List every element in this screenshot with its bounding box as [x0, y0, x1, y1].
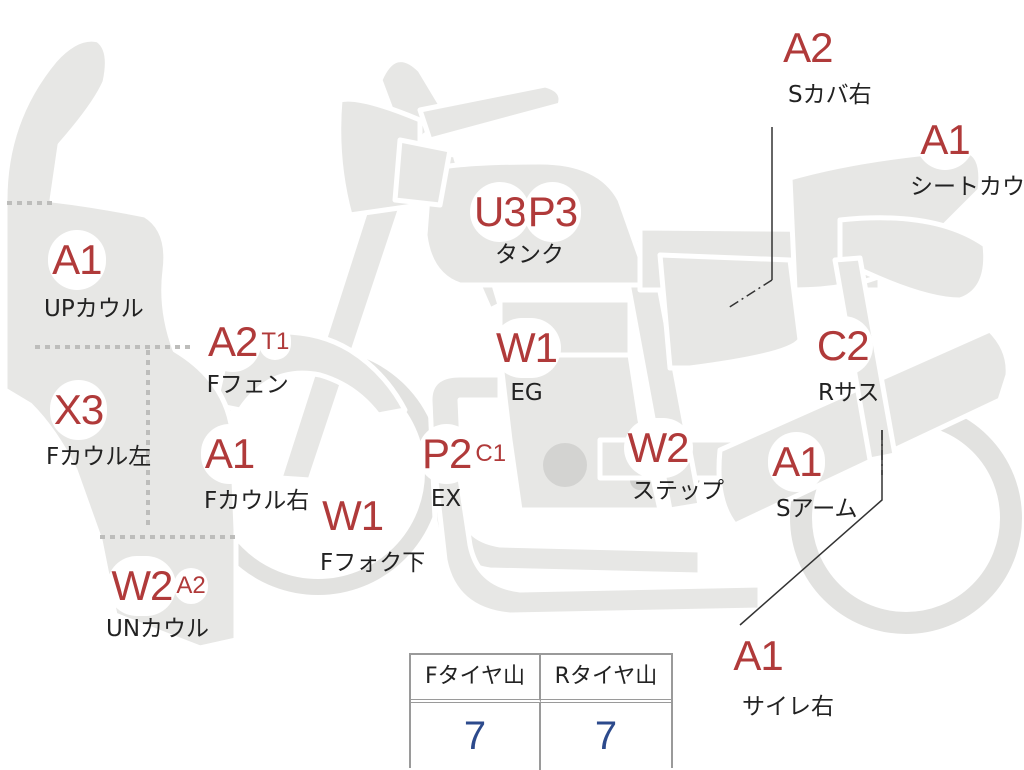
damage-code: U3 — [470, 182, 530, 242]
part-label: Fカウル左 — [46, 444, 152, 470]
damage-code: W2 — [107, 556, 177, 616]
part-label: タンク — [495, 242, 565, 268]
tag-f-fender: A2 T1 Fフェン — [204, 312, 292, 398]
tag-engine: W1 EG — [492, 318, 561, 406]
damage-code: X3 — [49, 380, 108, 440]
part-label: Sアーム — [776, 496, 858, 522]
part-label: Sカバ右 — [788, 82, 872, 108]
fork-mount — [392, 137, 453, 208]
tag-swing-arm: A1 Sアーム — [736, 432, 858, 522]
tag-tank: U3 P3 タンク — [470, 182, 582, 268]
tag-seat-cowl: A1 シートカウル — [842, 110, 1024, 200]
seat-tail — [837, 215, 989, 303]
damage-code: P2 — [418, 424, 476, 484]
engine-cover — [543, 443, 587, 487]
tag-exhaust: P2 C1 EX — [418, 424, 509, 512]
damage-code-2: P3 — [523, 182, 582, 242]
tag-rear-suspension: C2 Rサス — [806, 316, 880, 406]
part-label: UPカウル — [44, 296, 144, 322]
part-label: Rサス — [818, 380, 880, 406]
side-cover — [657, 252, 803, 371]
damage-code: A1 — [200, 424, 259, 484]
damage-code: W2 — [623, 418, 693, 478]
damage-code: W1 — [318, 486, 388, 546]
leader-side-cover-dash — [727, 279, 773, 309]
tag-f-cowl-right: A1 Fカウル右 — [150, 424, 309, 514]
damage-code: A1 — [729, 626, 787, 686]
tire-tread-table: Fタイヤ山 Rタイヤ山 7 7 — [409, 653, 673, 770]
rear-tire-value: 7 — [594, 714, 618, 758]
part-label: ステップ — [632, 478, 724, 504]
part-label: EG — [510, 380, 543, 406]
damage-code: A2 — [204, 312, 262, 372]
exhaust-pipe-lower — [429, 442, 763, 618]
damage-code: A2 — [779, 18, 837, 78]
tag-up-cowl: A1 UPカウル — [10, 230, 144, 322]
front-tire-value: 7 — [411, 703, 541, 770]
part-label: UNカウル — [106, 616, 210, 642]
tag-f-fork-lower: W1 Fフォク下 — [280, 486, 425, 576]
front-tire-header: Fタイヤ山 — [411, 655, 541, 703]
damage-subcode: C1 — [473, 436, 509, 472]
damage-subcode: A2 — [174, 568, 208, 604]
damage-code: W1 — [492, 318, 561, 378]
tag-side-cover-right: A2 Sカバ右 — [744, 18, 872, 108]
damage-code: A1 — [48, 230, 106, 290]
tag-silencer-right: A1 サイレ右 — [682, 626, 834, 720]
part-label: EX — [430, 486, 462, 512]
tag-f-cowl-left: X3 Fカウル左 — [6, 380, 151, 470]
tag-un-cowl: W2 A2 UNカウル — [106, 556, 209, 642]
damage-code: C2 — [812, 316, 873, 376]
tag-step: W2 ステップ — [592, 418, 724, 504]
rear-tire-header: Rタイヤ山 — [541, 655, 671, 703]
damage-code: A1 — [916, 110, 974, 170]
part-label: サイレ右 — [742, 694, 834, 720]
part-label: Fフォク下 — [320, 550, 426, 576]
part-label: Fカウル右 — [204, 488, 310, 514]
damage-code: A1 — [768, 432, 826, 492]
part-label: Fフェン — [206, 372, 289, 398]
handlebar — [417, 82, 564, 143]
part-label: シートカウル — [910, 174, 1024, 200]
damage-subcode: T1 — [259, 324, 292, 360]
